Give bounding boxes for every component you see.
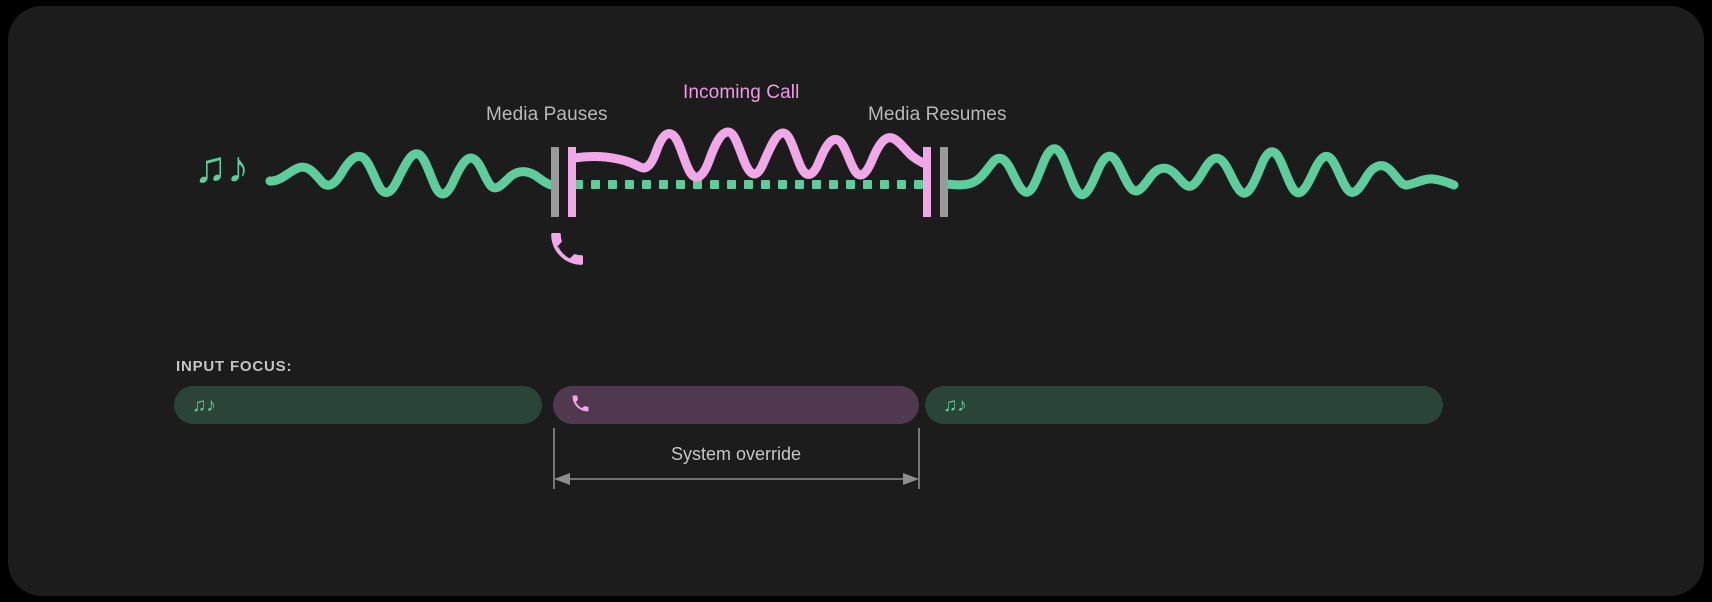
music-notes-icon: ♫♪ [943,394,967,416]
measure-arrowhead-right [903,473,919,485]
muted-dots [574,180,923,189]
waveform-canvas [265,127,1459,217]
focus-segment-media-before[interactable]: ♫♪ [174,386,542,424]
audio-timeline: ♫♪ Media Pauses Incoming Call Media Resu… [8,6,1704,326]
input-focus-section: INPUT FOCUS: ♫♪ ♫♪ System override [8,336,1704,596]
label-media-pauses: Media Pauses [486,104,608,125]
label-media-resumes: Media Resumes [868,104,1007,125]
system-override-measure [553,428,920,489]
label-incoming-call: Incoming Call [683,82,800,103]
marker-pause-pink [568,147,576,217]
media-waveform-left [265,149,556,199]
phone-icon [548,230,586,273]
focus-segment-call[interactable] [553,386,919,424]
focus-segment-media-after[interactable]: ♫♪ [925,386,1443,424]
marker-resume-gray [940,147,948,217]
music-notes-icon: ♫♪ [192,394,216,416]
call-waveform [569,127,928,182]
marker-pause-gray [551,147,559,217]
diagram-card: ♫♪ Media Pauses Incoming Call Media Resu… [8,6,1704,596]
measure-arrowhead-left [554,473,570,485]
media-waveform-right [941,144,1459,199]
input-focus-label: INPUT FOCUS: [176,358,293,375]
phone-icon-glyph [572,395,589,411]
system-override-caption: System override [670,444,802,464]
music-notes-icon: ♫♪ [194,143,249,192]
marker-resume-pink [923,147,931,217]
phone-icon-glyph [551,233,583,265]
phone-icon [571,394,590,417]
